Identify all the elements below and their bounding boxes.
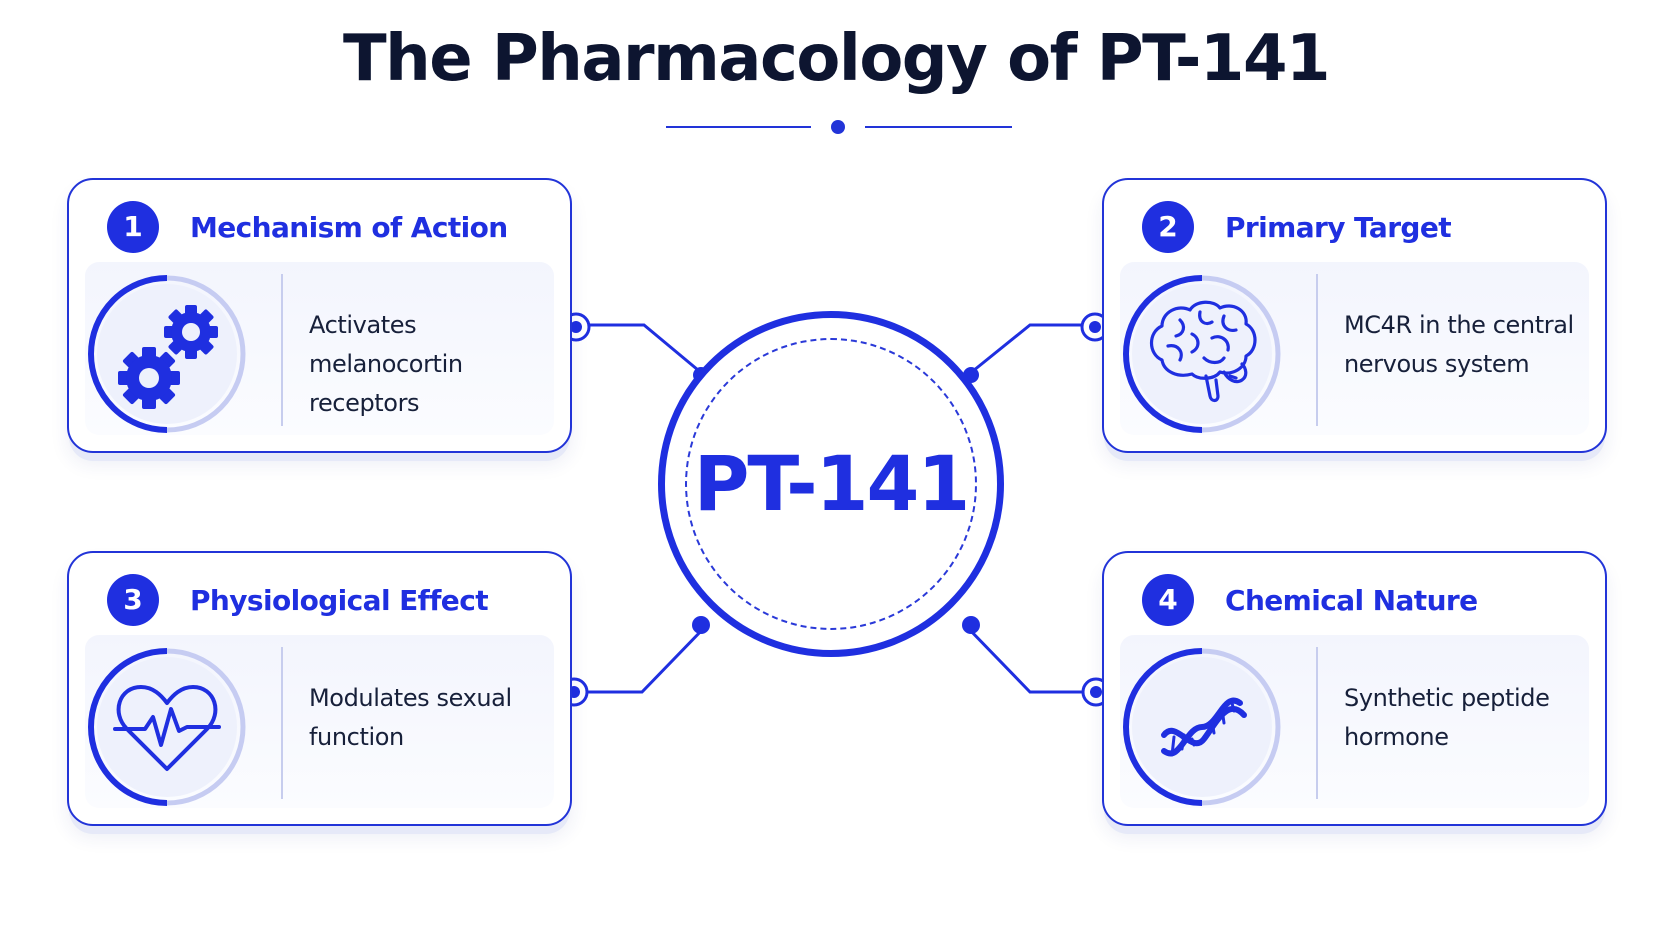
card-number-badge: 2 — [1142, 201, 1194, 253]
card-number-badge: 3 — [107, 574, 159, 626]
title-divider-dot — [831, 120, 845, 134]
dna-icon — [1120, 645, 1284, 809]
card-header: 1 Mechanism of Action — [107, 200, 508, 254]
card-description: Synthetic peptide hormone — [1344, 684, 1550, 751]
card-panel: Activates melanocortin receptors — [85, 262, 554, 435]
hub-node-3 — [692, 616, 710, 634]
card-header: 2 Primary Target — [1142, 200, 1452, 254]
card-title: Primary Target — [1225, 210, 1452, 244]
heart-pulse-icon — [85, 645, 249, 809]
card-header: 3 Physiological Effect — [107, 573, 489, 627]
card-title: Physiological Effect — [190, 583, 489, 617]
hub-node-4 — [962, 616, 980, 634]
connector-line-4 — [966, 626, 1096, 694]
card-header: 4 Chemical Nature — [1142, 573, 1478, 627]
connector-line-2 — [967, 323, 1088, 377]
card-physiological-effect: 3 Physiological Effect Modulates sexual … — [67, 551, 572, 826]
connector-line-3 — [574, 626, 706, 694]
panel-divider — [1316, 274, 1318, 426]
card-title: Mechanism of Action — [190, 210, 508, 244]
brain-icon — [1120, 272, 1284, 436]
title-divider-right-line — [865, 126, 1012, 128]
card-mechanism-of-action: 1 Mechanism of Action — [67, 178, 572, 453]
card-primary-target: 2 Primary Target — [1102, 178, 1607, 453]
title-divider-left-line — [666, 126, 811, 128]
card-panel: MC4R in the central nervous system — [1120, 262, 1589, 435]
card-description: Activates melanocortin receptors — [309, 311, 463, 417]
hub-dashed-ring — [685, 338, 977, 630]
card-title: Chemical Nature — [1225, 583, 1478, 617]
card-number-badge: 1 — [107, 201, 159, 253]
central-hub: PT-141 — [658, 311, 1004, 657]
panel-divider — [281, 647, 283, 799]
card-description: MC4R in the central nervous system — [1344, 311, 1574, 378]
title-divider — [666, 120, 1012, 134]
panel-divider — [281, 274, 283, 426]
card-panel: Modulates sexual function — [85, 635, 554, 808]
card-panel: Synthetic peptide hormone — [1120, 635, 1589, 808]
panel-divider — [1316, 647, 1318, 799]
card-description: Modulates sexual function — [309, 684, 512, 751]
card-chemical-nature: 4 Chemical Nature — [1102, 551, 1607, 826]
gears-icon — [85, 272, 249, 436]
page-title: The Pharmacology of PT-141 — [342, 22, 1331, 96]
connector-line-1 — [588, 323, 705, 377]
card-number-badge: 4 — [1142, 574, 1194, 626]
hub-label: PT-141 — [693, 439, 971, 528]
